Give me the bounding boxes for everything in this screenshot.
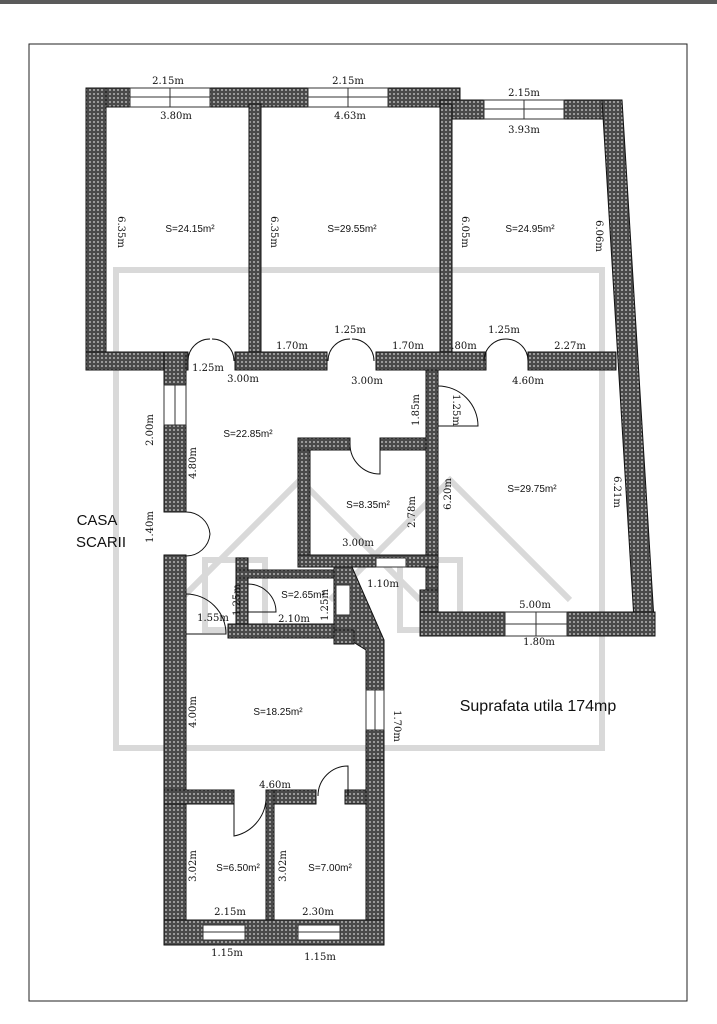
- window-room6: [297, 924, 341, 941]
- door-room5: [233, 796, 267, 837]
- dim-label: 2.30m: [302, 907, 334, 918]
- dim-label: 4.60m: [259, 780, 291, 791]
- door-stair: [185, 511, 211, 557]
- dim-label: 2.78m: [407, 496, 418, 528]
- dim-label: 1.25m: [488, 325, 520, 336]
- area-room4: S=29.75m²: [507, 484, 557, 495]
- door-bath: [349, 443, 381, 475]
- sheet-frame: [28, 43, 688, 1002]
- door-wc: [247, 583, 277, 613]
- window-bath: [375, 557, 407, 568]
- walls: [85, 87, 656, 946]
- dim-label: 1.40m: [145, 511, 156, 543]
- dim-label: 6.05m: [459, 216, 470, 248]
- dim-label: 1.70m: [392, 341, 424, 352]
- dim-label: 4.63m: [334, 111, 366, 122]
- dim-label: 4.60m: [512, 376, 544, 387]
- dim-label: 3.00m: [351, 376, 383, 387]
- window-wc: [335, 584, 351, 616]
- dim-label: 2.15m: [508, 88, 540, 99]
- window-top-1: [129, 87, 211, 108]
- dim-label: 1.25m: [334, 325, 366, 336]
- area-bath: S=8.35m²: [346, 500, 390, 511]
- window-room5: [202, 924, 246, 941]
- dim-label: 6.06m: [593, 220, 604, 252]
- dim-label: 4.80m: [188, 447, 199, 479]
- area-hall: S=22.85m²: [223, 429, 273, 440]
- dim-label: 3.02m: [188, 850, 199, 882]
- doors: [185, 338, 529, 837]
- dim-label: 6.35m: [268, 216, 279, 248]
- dim-label: 1.85m: [411, 394, 422, 426]
- dim-label: 1.55m: [197, 613, 229, 624]
- dim-label: 6.20m: [443, 478, 454, 510]
- top-border-bar: [0, 0, 717, 4]
- dim-label: 1.10m: [367, 579, 399, 590]
- area-room6: S=7.00m²: [308, 863, 352, 874]
- dim-label: 2.15m: [332, 76, 364, 87]
- area-room5: S=6.50m²: [216, 863, 260, 874]
- dim-label: 1.80m: [523, 637, 555, 648]
- dim-label: 1.25m: [192, 363, 224, 374]
- door-room6: [317, 765, 349, 797]
- door-kitchen: [185, 593, 227, 635]
- window-top-3: [483, 99, 565, 120]
- dim-label: 3.80m: [160, 111, 192, 122]
- dim-label: 3.93m: [508, 125, 540, 136]
- dim-label: 2.00m: [145, 414, 156, 446]
- window-kitchen: [365, 689, 385, 731]
- door-room2: [327, 338, 375, 362]
- stair-label-1: CASA: [77, 512, 118, 529]
- dimension-labels: 2.15m 2.15m 2.15m 3.80m 4.63m 3.93m 1.70…: [115, 76, 622, 963]
- dim-label: 2.27m: [554, 341, 586, 352]
- area-wc: S=2.65m²: [281, 590, 325, 601]
- dim-label: 1.25m: [320, 589, 331, 621]
- window-room4: [504, 611, 568, 637]
- dim-label: 1.70m: [276, 341, 308, 352]
- area-room2: S=29.55m²: [327, 224, 377, 235]
- dim-label: 1.25m: [232, 584, 243, 616]
- door-room3: [483, 338, 529, 362]
- dim-label: 1.25m: [450, 394, 461, 426]
- dim-label: 2.10m: [278, 614, 310, 625]
- dim-label: 3.00m: [342, 538, 374, 549]
- dim-label: 5.00m: [519, 600, 551, 611]
- dim-label: 3.00m: [227, 374, 259, 385]
- dim-label: 1.15m: [211, 948, 243, 959]
- stair-label-2: SCARII: [76, 534, 126, 551]
- window-top-2: [307, 87, 389, 108]
- door-room4: [437, 385, 479, 427]
- dim-label: 6.21m: [611, 476, 622, 508]
- area-room1: S=24.15m²: [165, 224, 215, 235]
- dim-label: 2.15m: [152, 76, 184, 87]
- dim-label: 2.15m: [214, 907, 246, 918]
- window-hall: [163, 384, 187, 426]
- windows: [129, 87, 568, 941]
- dim-label: 1.70m: [391, 710, 402, 742]
- door-room1: [187, 338, 235, 362]
- dim-label: 6.35m: [115, 216, 126, 248]
- dim-label: 3.02m: [278, 850, 289, 882]
- area-room3: S=24.95m²: [505, 224, 555, 235]
- area-kitchen: S=18.25m²: [253, 707, 303, 718]
- dim-label: .80m: [451, 341, 477, 352]
- dim-label: 4.00m: [188, 696, 199, 728]
- dim-label: 1.15m: [304, 952, 336, 963]
- useful-area-label: Suprafata utila 174mp: [460, 698, 617, 715]
